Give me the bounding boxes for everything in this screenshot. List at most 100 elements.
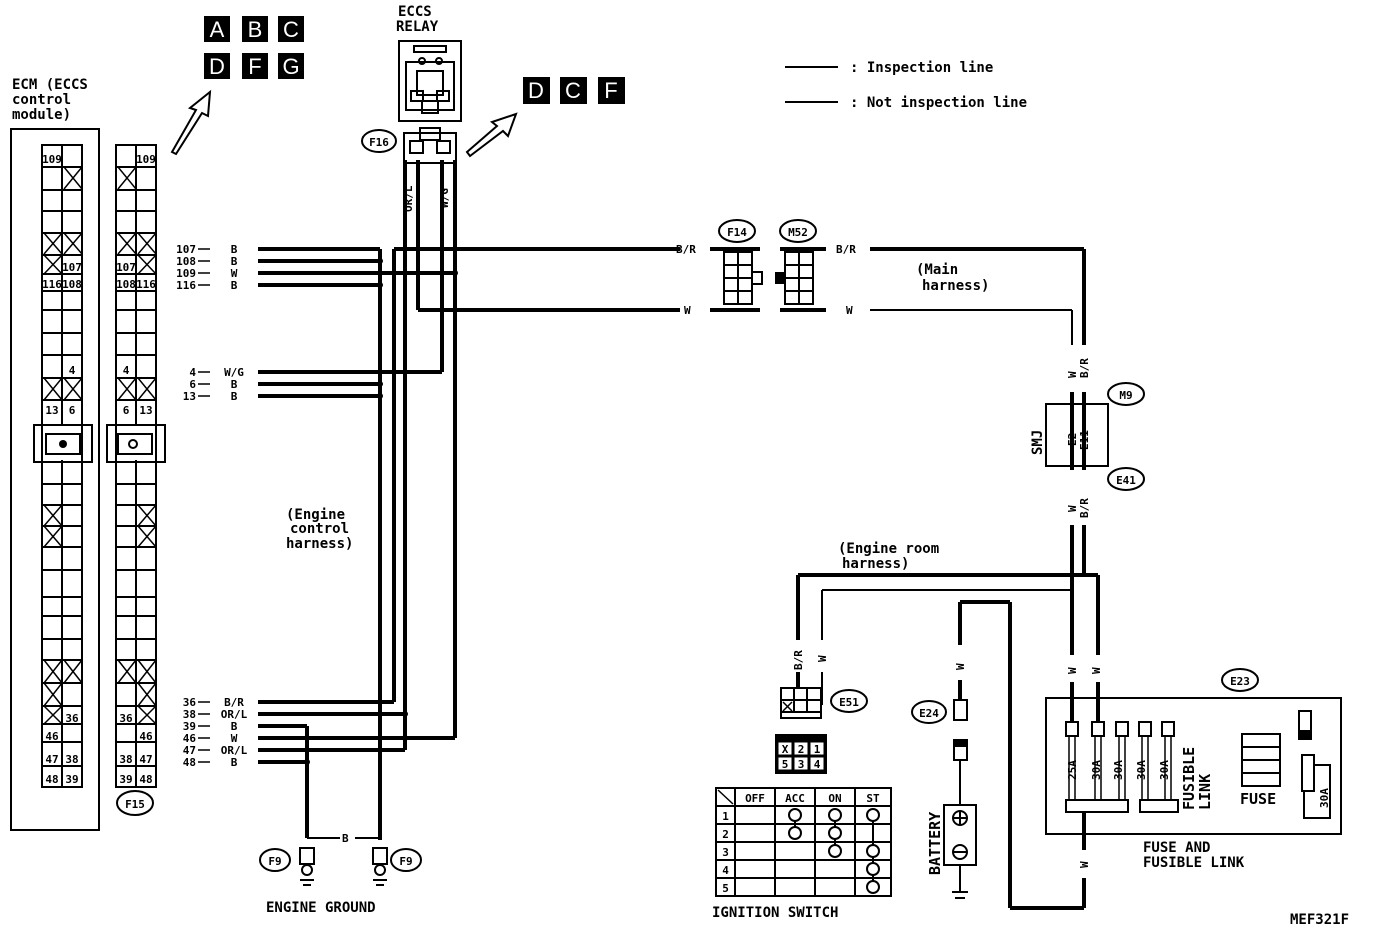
harness-engine-control-1: (Engine: [286, 507, 345, 523]
connector-f15-label: F15: [125, 798, 145, 811]
pin-number: 39: [65, 773, 78, 786]
connector-badge-f16[interactable]: [361, 129, 397, 153]
pin-number: 46: [139, 730, 153, 743]
pin-number: 36: [119, 712, 133, 725]
smj-junction[interactable]: [1045, 403, 1109, 467]
ignition-connector-pin: 1: [814, 743, 821, 756]
wire-label-br-left: B/R: [676, 243, 696, 256]
ecm-pin-wire-color: B: [231, 756, 238, 769]
ignition-connector-pin: 4: [814, 758, 821, 771]
ecm-label-3: module): [12, 107, 71, 123]
ecm-label-1: ECM (ECCS: [12, 77, 88, 93]
connector-e51[interactable]: [780, 687, 822, 719]
relay-label-2: RELAY: [396, 19, 439, 35]
pin-number: 46: [45, 730, 59, 743]
connector-m52[interactable]: [775, 251, 814, 305]
ignition-connector-pin: 2: [798, 743, 805, 756]
ref-box-d[interactable]: [204, 53, 230, 79]
harness-engine-control-3: harness): [286, 536, 353, 552]
connector-badge-e51[interactable]: [830, 689, 868, 713]
pin-number: 47: [45, 753, 58, 766]
ignition-row-label: 5: [722, 882, 729, 895]
ref-box-a[interactable]: [204, 16, 230, 42]
connector-f16-label: F16: [369, 136, 389, 149]
pin-number: 107: [62, 261, 82, 274]
eccs-relay[interactable]: [398, 40, 462, 122]
switch-contact-icon: [866, 844, 880, 858]
ref-box-g[interactable]: [278, 53, 304, 79]
smj-top-br: B/R: [1078, 358, 1091, 378]
fuse-block[interactable]: [1045, 682, 1342, 835]
connector-e23-label: E23: [1230, 675, 1250, 688]
ecm-pin-wire-color: B: [231, 255, 238, 268]
pin-number: 36: [65, 712, 79, 725]
fuse-block-title-1: FUSE AND: [1143, 840, 1210, 856]
ecm-pin-number: 107: [176, 243, 196, 256]
fuse-link-5: 30A: [1158, 760, 1171, 780]
switch-contact-icon: [828, 826, 842, 840]
connector-badge-f15[interactable]: [116, 790, 154, 816]
ref-box-a-label: A: [210, 17, 225, 42]
ecm-label-2: control: [12, 92, 71, 108]
legend-inspection: : Inspection line: [850, 60, 993, 76]
ref-box-b[interactable]: [242, 16, 268, 42]
ecm-pin-number: 116: [176, 279, 196, 292]
key-icon: [59, 440, 67, 448]
fusible-link-icon: [1091, 721, 1105, 737]
ignition-column-header: ST: [866, 792, 880, 805]
connector-badge-f9-right[interactable]: [390, 848, 422, 872]
battery-label: BATTERY: [926, 812, 944, 875]
ref-box-c2[interactable]: [560, 77, 587, 104]
connector-e51-label: E51: [839, 696, 859, 709]
ignition-row-label: 2: [722, 828, 729, 841]
wire-label-br-right: B/R: [836, 243, 856, 256]
ecm-pin-wire-color: B: [231, 378, 238, 391]
ref-box-c[interactable]: [278, 16, 304, 42]
switch-contact-icon: [788, 826, 802, 840]
pin-number: 13: [45, 404, 58, 417]
switch-contact-icon: [866, 862, 880, 876]
connector-badge-f14[interactable]: [718, 219, 756, 243]
pin-number: 109: [136, 153, 156, 166]
engine-ground: B: [299, 832, 388, 886]
connector-badge-e23[interactable]: [1221, 668, 1259, 692]
connector-badge-m9[interactable]: [1107, 382, 1145, 406]
connector-badge-m52[interactable]: [779, 219, 817, 243]
ref-box-d2[interactable]: [523, 77, 550, 104]
switch-contact-icon: [828, 808, 842, 822]
connector-badge-f9-left[interactable]: [259, 848, 291, 872]
connector-e41-label: E41: [1116, 474, 1136, 487]
fuse-wire-w1: W: [1066, 667, 1079, 674]
ecm-pin-number: 13: [183, 390, 196, 403]
ecm-pin-wire-color: W: [231, 267, 238, 280]
smj-pin-e11: E11: [1078, 430, 1091, 450]
connector-f14[interactable]: [723, 251, 763, 305]
connector-badge-e41[interactable]: [1107, 467, 1145, 491]
ref-box-f[interactable]: [242, 53, 268, 79]
fuse-wire-w: W: [1078, 861, 1091, 868]
ref-box-d-label: D: [209, 54, 225, 79]
wire-label-w-right: W: [846, 304, 853, 317]
battery[interactable]: [943, 699, 977, 899]
smj-bottom-w: W: [1066, 505, 1079, 512]
connector-badge-e24[interactable]: [911, 700, 947, 724]
ref-box-f2[interactable]: [598, 77, 625, 104]
fusible-link-icon: [1138, 721, 1152, 737]
switch-contact-icon: [828, 844, 842, 858]
wire-label-w-left: W: [684, 304, 691, 317]
pin-number: 116: [136, 278, 156, 291]
connector-m52-label: M52: [788, 226, 808, 239]
ecm-pin-number: 39: [183, 720, 196, 733]
smj-top-w: W: [1066, 371, 1079, 378]
ecm-pin-wire-color: B: [231, 390, 238, 403]
ecm-pin-number: 47: [183, 744, 196, 757]
ignition-row-label: 1: [722, 810, 729, 823]
ecm-pin-wire-color: OR/L: [221, 744, 248, 757]
harness-main-1: (Main: [916, 262, 958, 278]
ecm-module[interactable]: [10, 128, 100, 831]
